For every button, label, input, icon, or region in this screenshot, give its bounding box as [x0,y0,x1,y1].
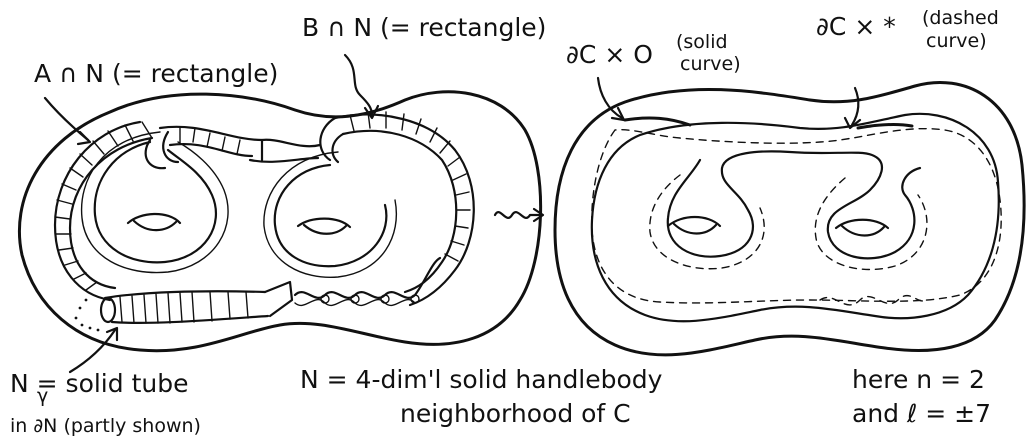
label-b-cap-n: B ∩ N (= rectangle) [302,13,546,42]
twisted-strip [293,256,442,299]
label-a-cap-n: A ∩ N (= rectangle) [34,59,278,88]
label-n-def-line1: N = 4-dim'l solid handlebody [300,365,663,394]
dc-x-star-dashed-loop-1 [649,174,765,270]
label-dc-x-star-note-2: curve) [926,30,987,52]
dc-x-star-dashed-outer [591,127,1002,304]
label-n-def-line2: neighborhood of C [400,399,631,428]
dc-x-o-pointer [596,76,624,120]
label-dc-x-o-note-1: (solid [676,31,728,53]
left-loop-ring-2 [273,163,388,268]
n-gamma-tube [74,256,442,332]
tube-shading [74,298,100,332]
left-loop-ring-1 [93,140,217,264]
label-params-line1: here n = 2 [852,365,985,394]
right-handlebody [553,76,1026,357]
right-hole-1 [666,215,722,235]
right-outer-boundary [553,81,1026,357]
dc-x-star-dashed-twist [819,294,926,306]
label-n-gamma-sub: γ [37,385,48,407]
label-dc-x-o-note-2: curve) [680,53,741,75]
left-outer-boundary [17,90,543,353]
right-inner-boundary [590,112,1000,323]
dc-x-star-pointer [850,86,860,127]
label-n-gamma-line2: in ∂N (partly shown) [10,415,201,437]
label-n-gamma-line1: N = solid tube [10,369,188,398]
left-hole-2 [296,217,352,235]
transition-arrow [493,207,545,223]
a-cap-n-band [53,120,154,302]
label-dc-x-star-note-1: (dashed [922,7,999,29]
n-gamma-pointer [68,328,117,374]
b-cap-n-pointer [343,53,374,117]
label-dc-x-o: ∂C × O [566,40,653,69]
label-dc-x-star: ∂C × * [816,12,896,41]
right-hole-2 [834,218,890,237]
left-handlebody [17,53,543,374]
label-params-line2: and ℓ = ±7 [852,399,991,428]
dc-x-o-solid-curve [666,150,922,260]
dc-x-star-dashed-loop-2 [814,177,928,271]
left-hole-1 [126,212,182,232]
top-crossing-strip [144,125,322,170]
